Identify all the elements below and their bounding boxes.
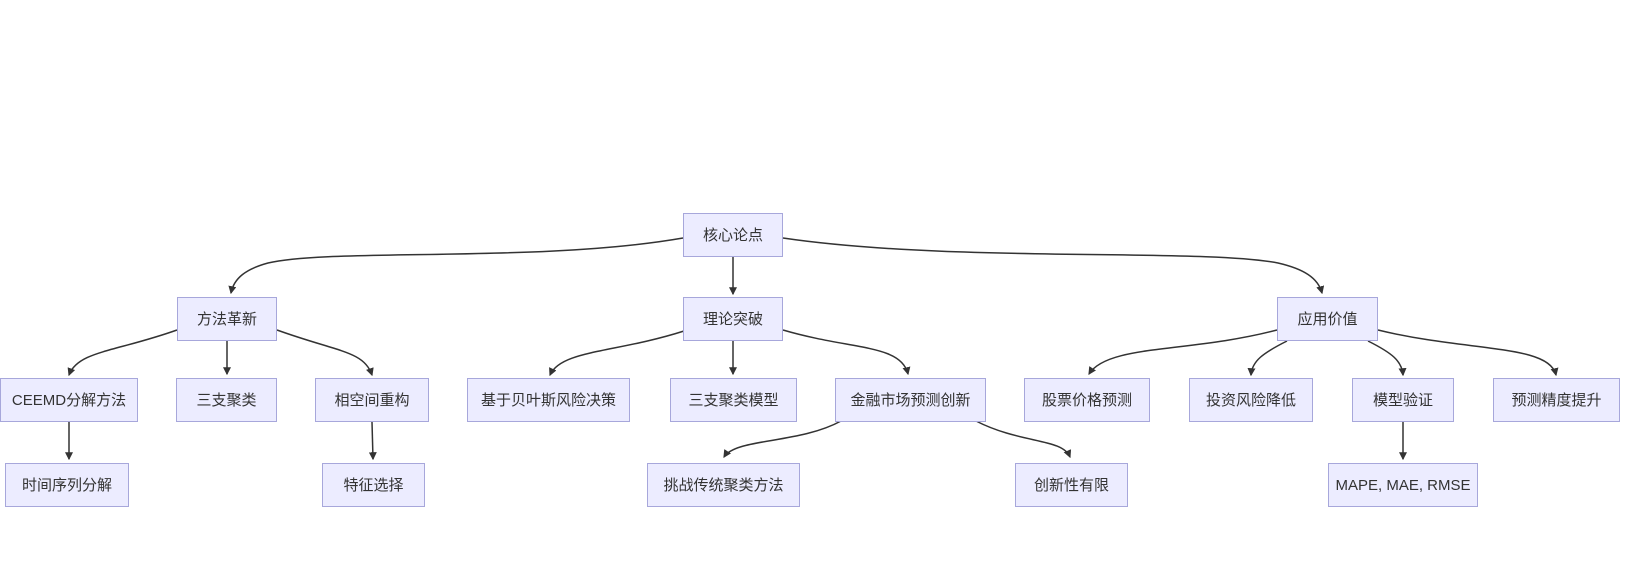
node-application-value: 应用价值 — [1277, 297, 1378, 341]
edge-theory-breakthrough-to-finance-innovation — [782, 329, 911, 376]
node-bayesian-risk-decision: 基于贝叶斯风险决策 — [467, 378, 630, 422]
node-stock-price-prediction: 股票价格预测 — [1024, 378, 1150, 422]
edge-core-to-application-value — [782, 237, 1325, 295]
node-model-validation: 模型验证 — [1352, 378, 1454, 422]
node-financial-market-prediction-innovation: 金融市场预测创新 — [835, 378, 986, 422]
edge-finance-innovation-to-limited-innovation — [975, 420, 1072, 459]
edge-core-to-method-innovation — [228, 237, 684, 295]
edge-application-value-to-stock-prediction — [1088, 329, 1278, 376]
node-three-way-clustering: 三支聚类 — [176, 378, 277, 422]
edge-application-value-to-risk-reduction — [1247, 340, 1288, 377]
node-feature-selection: 特征选择 — [322, 463, 425, 507]
node-method-innovation: 方法革新 — [177, 297, 277, 341]
edge-finance-innovation-to-challenge-traditional — [723, 420, 842, 459]
edge-phase-space-to-feature-selection — [368, 421, 377, 461]
edge-method-innovation-to-ceemd — [67, 329, 178, 377]
node-prediction-accuracy-improvement: 预测精度提升 — [1493, 378, 1620, 422]
node-ceemd-decomposition-method: CEEMD分解方法 — [0, 378, 138, 422]
node-evaluation-metrics: MAPE, MAE, RMSE — [1328, 463, 1478, 507]
node-phase-space-reconstruction: 相空间重构 — [315, 378, 429, 422]
edge-application-value-to-model-validation — [1367, 340, 1407, 377]
node-challenge-traditional-clustering: 挑战传统聚类方法 — [647, 463, 800, 507]
node-limited-innovation: 创新性有限 — [1015, 463, 1128, 507]
edge-method-innovation-to-phase-space — [276, 329, 374, 377]
node-time-series-decomposition: 时间序列分解 — [5, 463, 129, 507]
edge-application-value-to-accuracy-improvement — [1377, 329, 1559, 377]
node-three-way-clustering-model: 三支聚类模型 — [670, 378, 797, 422]
node-investment-risk-reduction: 投资风险降低 — [1189, 378, 1313, 422]
node-core-thesis: 核心论点 — [683, 213, 783, 257]
edge-theory-breakthrough-to-bayes-risk — [549, 330, 685, 377]
node-theory-breakthrough: 理论突破 — [683, 297, 783, 341]
